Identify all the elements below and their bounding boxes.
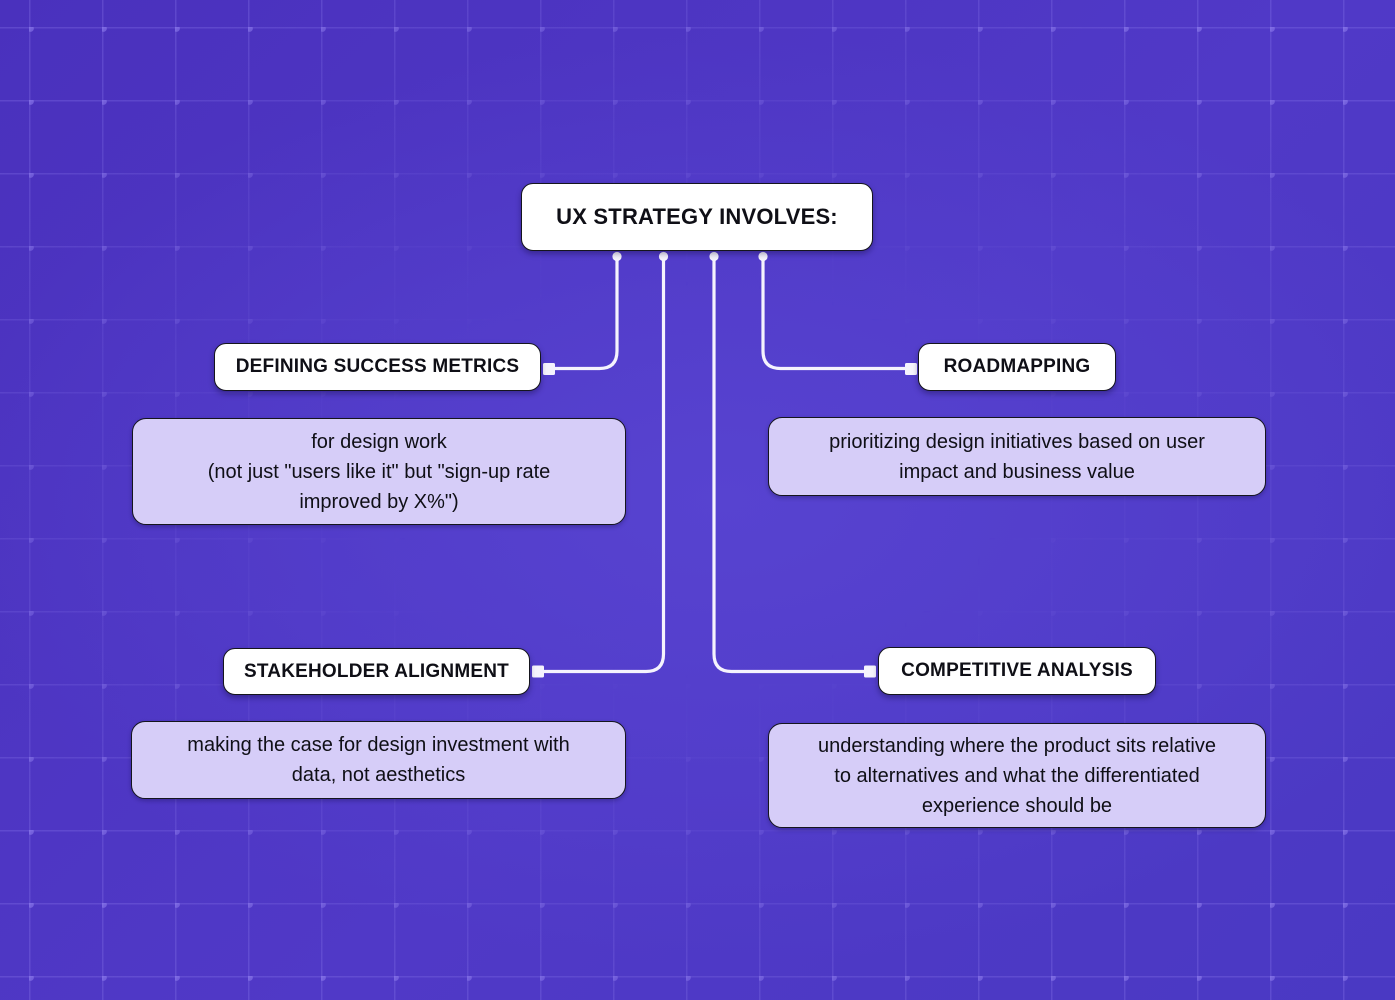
description-text: understanding where the product sits rel… [817, 734, 1216, 817]
branch-node-roadmapping[interactable]: ROADMAPPING [918, 343, 1116, 391]
branch-node-defining-success-metrics[interactable]: DEFINING SUCCESS METRICS [214, 343, 541, 391]
branch-node-stakeholder-alignment[interactable]: STAKEHOLDER ALIGNMENT [223, 648, 530, 695]
description-competitive-analysis[interactable]: understanding where the product sits rel… [768, 723, 1266, 828]
branch-node-label: STAKEHOLDER ALIGNMENT [244, 660, 509, 682]
description-text: making the case for design investment wi… [187, 734, 570, 786]
description-text: prioritizing design initiatives based on… [829, 430, 1205, 483]
description-roadmapping[interactable]: prioritizing design initiatives based on… [768, 417, 1266, 496]
branch-node-label: COMPETITIVE ANALYSIS [901, 660, 1133, 681]
description-defining-success-metrics[interactable]: for design work (not just "users like it… [132, 418, 626, 525]
branch-node-label: DEFINING SUCCESS METRICS [235, 356, 520, 377]
branch-node-label: ROADMAPPING [943, 356, 1091, 377]
description-text: for design work (not just "users like it… [207, 430, 551, 513]
branch-node-competitive-analysis[interactable]: COMPETITIVE ANALYSIS [878, 647, 1156, 695]
description-stakeholder-alignment[interactable]: making the case for design investment wi… [131, 721, 626, 799]
root-node-label: UX STRATEGY INVOLVES: [556, 204, 838, 229]
root-node[interactable]: UX STRATEGY INVOLVES: [521, 183, 873, 251]
